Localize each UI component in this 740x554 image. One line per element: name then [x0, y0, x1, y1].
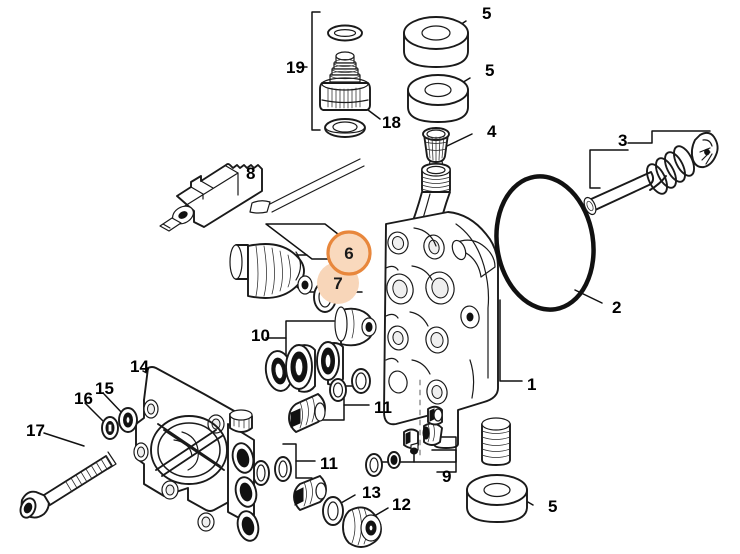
- callout-2-large-o-ring: 2: [612, 298, 621, 317]
- part-valve-insert-upper: [288, 393, 326, 433]
- part-seal-ring-lower-5: [466, 474, 534, 523]
- callout-11-o-ring-pair-upper: 11: [374, 398, 392, 417]
- callout-19-connector-kit-bracket: 19: [286, 58, 305, 77]
- part-threaded-plug-12: [342, 506, 389, 548]
- part-pump-housing-1: [383, 163, 523, 466]
- callout-16-spring-washer: 16: [74, 389, 93, 408]
- part-filter-strainer-4: [422, 127, 473, 169]
- callout-12-threaded-plug: 12: [392, 495, 411, 514]
- callout-10-seal-set: 10: [251, 326, 270, 345]
- part-hex-bolt-17: [19, 432, 117, 519]
- callout-18-hose-connector: 18: [382, 113, 401, 132]
- part-unloader-valve: [229, 243, 313, 299]
- part-oring-pair-upper-11: [288, 368, 371, 433]
- highlight-circle-6[interactable]: [326, 230, 372, 276]
- callout-6-bracket-assembly[interactable]: 6: [344, 244, 353, 263]
- callout-17-hex-socket-bolt: 17: [26, 421, 45, 440]
- callout-14-valve-housing-casting: 14: [130, 357, 149, 376]
- part-seal-ring-upper-5: [403, 16, 469, 68]
- part-tiny-valve: [427, 405, 443, 426]
- part-hose-connector-18: [319, 51, 381, 120]
- callout-9-fittings-group: 9: [442, 467, 451, 486]
- part-piston-rod: [583, 171, 655, 216]
- part-connector-kit-19: [298, 11, 321, 131]
- part-valve-cap: [334, 306, 377, 347]
- part-oring-plug-13: [322, 494, 356, 526]
- part-hex-fitting: [403, 428, 419, 455]
- part-ribbed-nipple: [422, 422, 443, 446]
- part-oring-top: [327, 24, 363, 42]
- part-retainer-cap: [690, 131, 719, 169]
- part-flat-washer-15: [103, 393, 138, 433]
- callout-7-o-ring-small[interactable]: 7: [333, 274, 342, 293]
- callout-5-seal-ring-upper: 5: [482, 4, 491, 23]
- part-spring-washer-16: [84, 402, 119, 440]
- part-fittings-group-9: [365, 405, 457, 477]
- part-large-o-ring-2: [494, 174, 603, 312]
- part-washer-seal: [324, 118, 366, 138]
- part-oring-pair-lower-11: [252, 443, 327, 511]
- callout-1-pump-housing: 1: [527, 375, 536, 394]
- callout-11-o-ring-pair-lower: 11: [320, 454, 338, 473]
- callout-15-flat-washer: 15: [95, 379, 114, 398]
- callout-5-seal-ring-middle: 5: [485, 61, 494, 80]
- part-coil-spring: [646, 145, 695, 195]
- callout-8-pressure-switch-cable: 8: [246, 164, 255, 183]
- part-valve-insert-lower: [293, 475, 327, 511]
- callout-3-piston-spring-cap-assembly: 3: [618, 131, 627, 150]
- callout-13-o-ring-plug: 13: [362, 483, 381, 502]
- part-seal-ring-middle-5: [407, 74, 471, 123]
- part-seal-ring-b: [285, 344, 316, 393]
- part-pressure-switch-8: [159, 158, 365, 232]
- part-seal-set-10: [264, 320, 344, 393]
- part-valve-housing-14: [133, 366, 260, 542]
- part-seal-ring-c: [316, 341, 344, 386]
- callout-4-filter-strainer: 4: [487, 122, 497, 141]
- callout-5-seal-ring-lower: 5: [548, 497, 557, 516]
- part-piston-spring-3: [583, 130, 719, 216]
